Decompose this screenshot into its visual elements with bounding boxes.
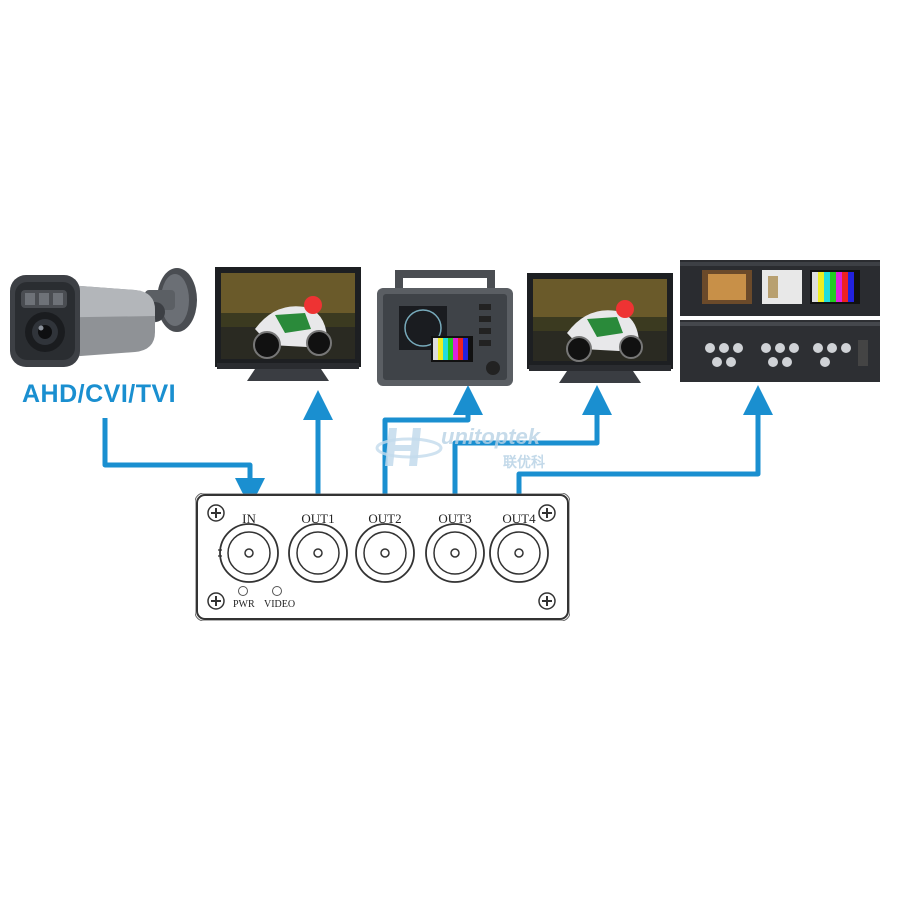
port-label-out2: OUT2	[368, 511, 402, 526]
bnc-connector-icon	[355, 523, 415, 583]
arrow-out2-to-analyzer	[382, 385, 483, 503]
cctv-bullet-camera-icon	[10, 268, 197, 367]
bnc-connector-icon	[218, 523, 279, 583]
port-label-in: IN	[242, 511, 256, 526]
rack-monitor-icon	[680, 260, 880, 382]
led-label-video: VIDEO	[264, 599, 296, 610]
port-label-out1: OUT1	[301, 511, 335, 526]
mounting-screw-icon	[207, 592, 225, 610]
port-label-out4: OUT4	[502, 511, 536, 526]
waveform-analyzer-icon	[377, 270, 513, 386]
port-label-out3: OUT3	[438, 511, 472, 526]
bnc-connector-icon	[288, 523, 348, 583]
arrow-camera-to-in	[102, 418, 265, 508]
watermark-sub: 联优科	[503, 454, 545, 470]
monitor-icon	[215, 267, 361, 381]
arrow-out3-to-monitor2	[452, 385, 612, 503]
mounting-screw-icon	[207, 504, 225, 522]
watermark-logo-icon	[375, 428, 443, 466]
watermark-brand: unitoptek	[441, 424, 540, 449]
arrow-out4-to-rack	[516, 385, 773, 503]
led-icon	[272, 586, 282, 596]
monitor-icon	[527, 273, 673, 383]
mounting-screw-icon	[538, 504, 556, 522]
led-icon	[238, 586, 248, 596]
bnc-connector-icon	[425, 523, 485, 583]
led-label-pwr: PWR	[233, 599, 255, 610]
bnc-connector-icon	[489, 523, 549, 583]
mounting-screw-icon	[538, 592, 556, 610]
watermark: unitoptek 联优科	[375, 418, 575, 478]
camera-label: AHD/CVI/TVI	[22, 380, 177, 408]
